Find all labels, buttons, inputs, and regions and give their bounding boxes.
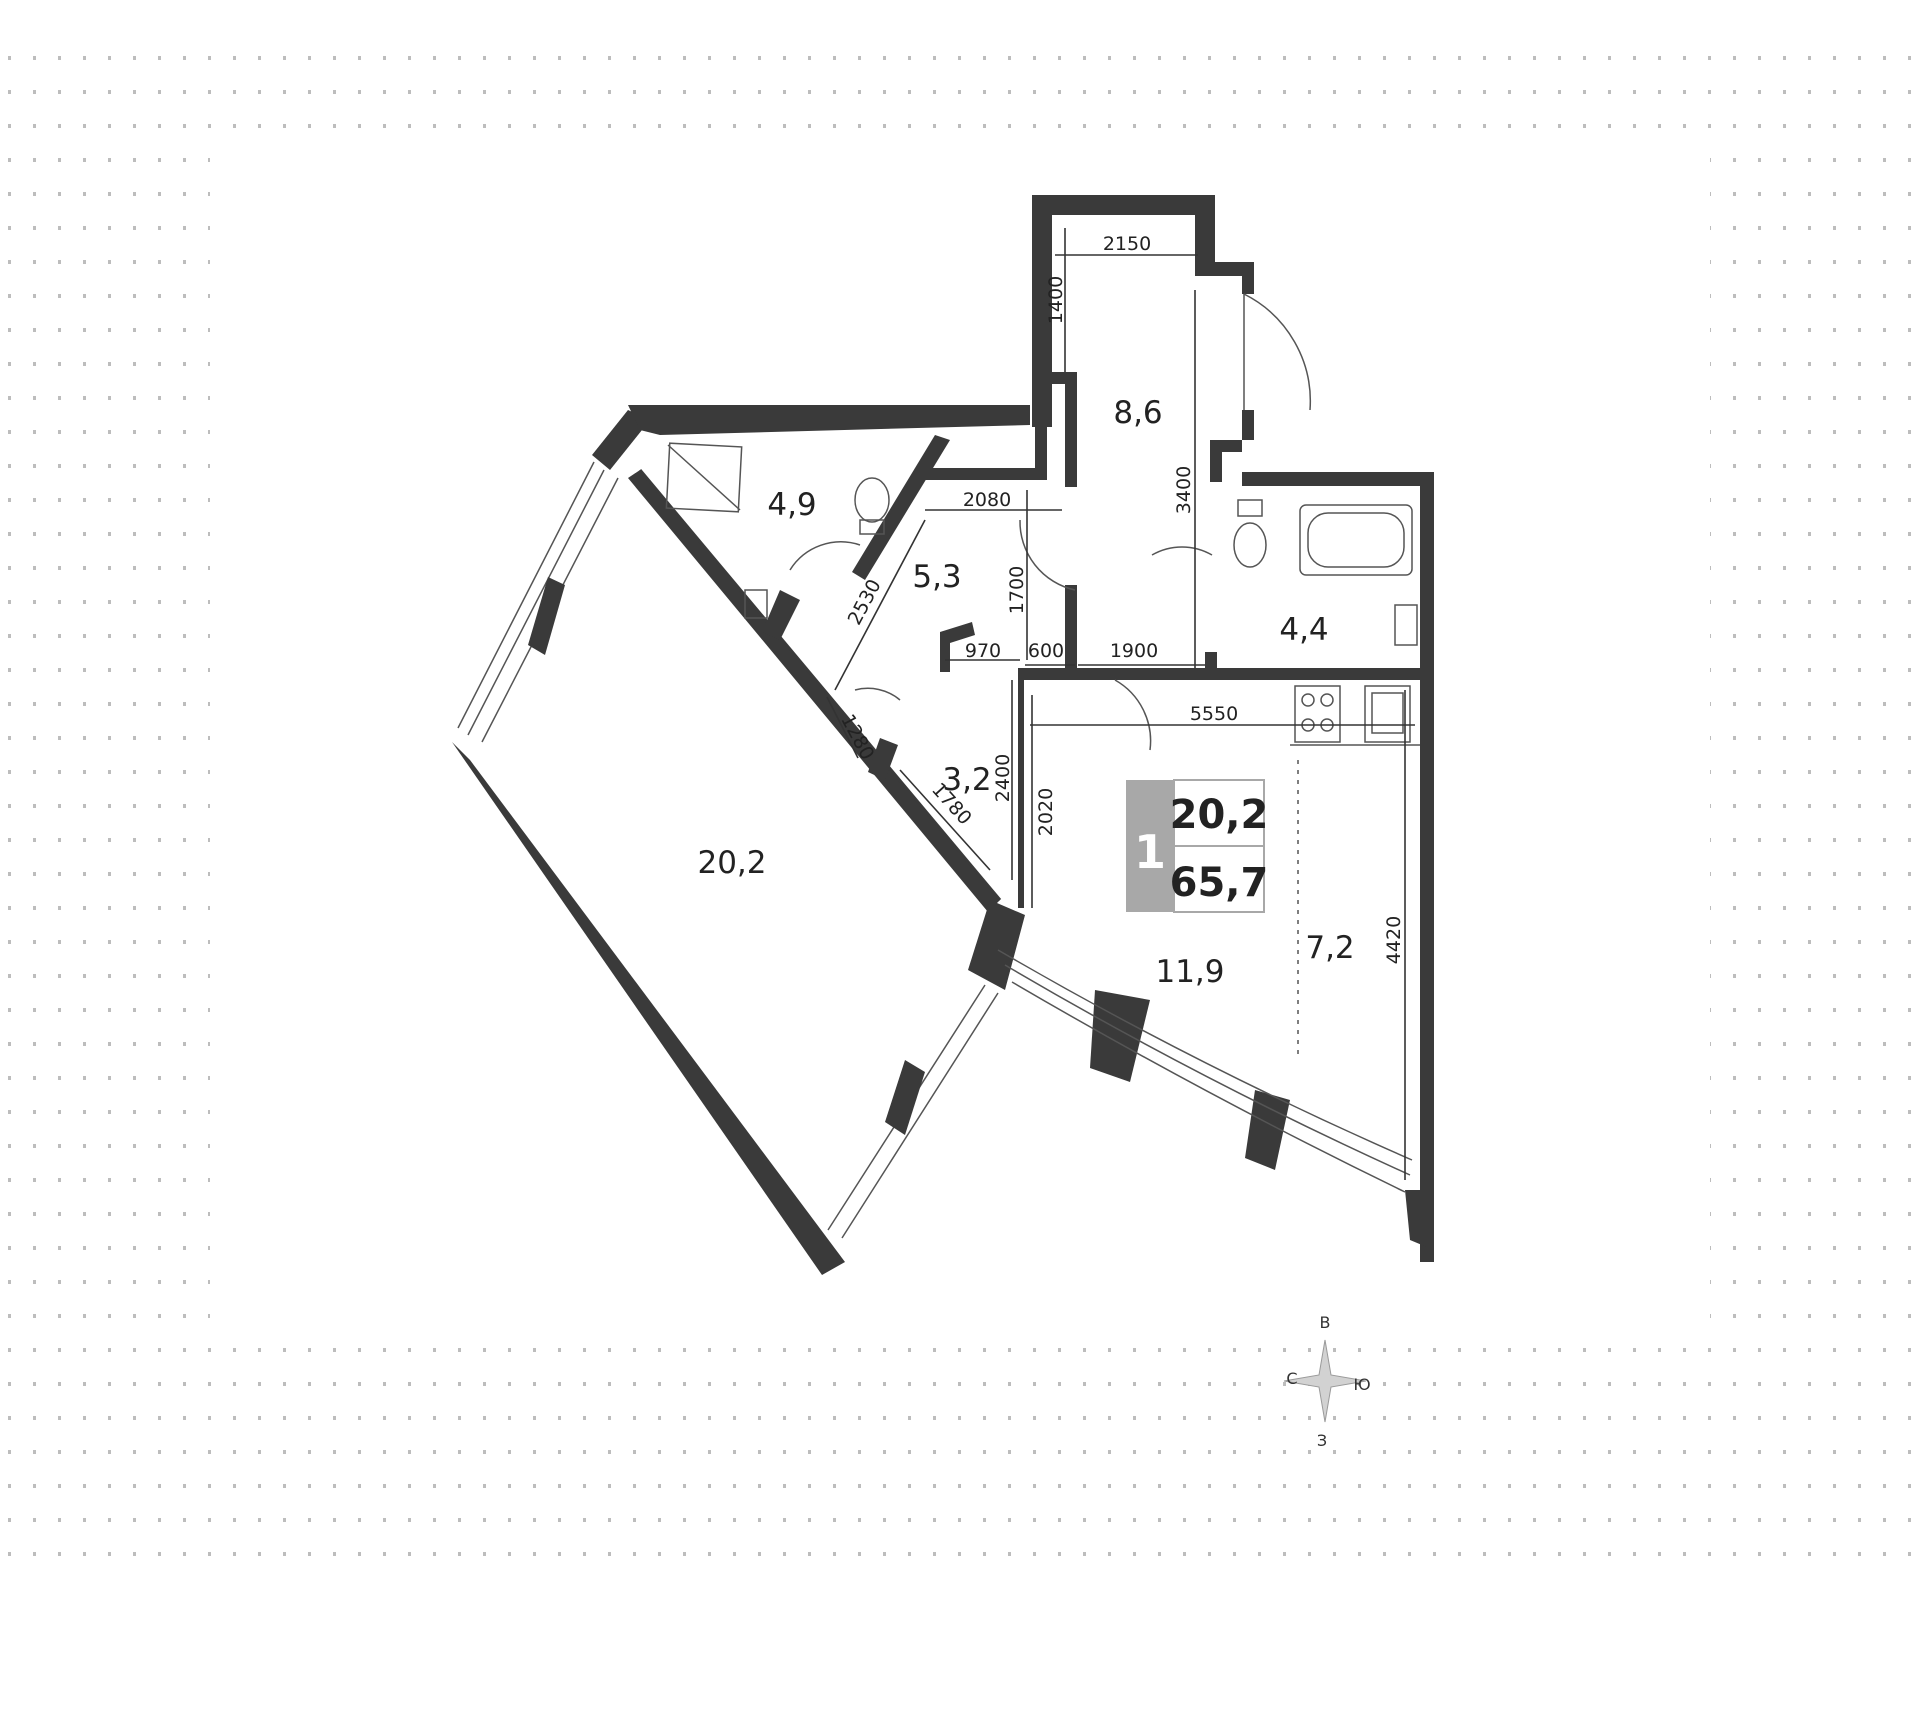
dot-grid (0, 40, 1920, 1560)
total-area-value: 65,7 (1170, 860, 1269, 906)
room-labels: 20,2 4,9 5,3 8,6 4,4 3,2 11,9 7,2 (697, 395, 1354, 990)
dim-1900: 1900 (1110, 640, 1158, 662)
compass-right: Ю (1353, 1375, 1370, 1394)
doors (789, 293, 1312, 751)
room-area-closet: 3,2 (942, 762, 991, 798)
room-area-kitchen: 11,9 (1155, 954, 1224, 990)
dim-2150: 2150 (1103, 233, 1151, 255)
dim-970: 970 (965, 640, 1001, 662)
dim-2080: 2080 (963, 489, 1011, 511)
room-area-bathroom-a: 4,9 (767, 487, 816, 523)
compass-top: В (1320, 1313, 1331, 1332)
room-area-hall: 8,6 (1113, 395, 1162, 431)
dim-3400: 3400 (1173, 466, 1195, 514)
dimension-lines (826, 228, 1415, 1180)
dim-600: 600 (1028, 640, 1064, 662)
compass-star-icon (1283, 1339, 1367, 1423)
dim-1280: 1280 (836, 711, 878, 764)
room-area-dining: 7,2 (1305, 930, 1354, 966)
room-area-bathroom-b: 4,4 (1279, 612, 1328, 648)
dim-1400: 1400 (1045, 276, 1067, 324)
dim-2400: 2400 (992, 754, 1014, 802)
dim-2530: 2530 (844, 576, 886, 629)
area-badge: 1 20,2 65,7 (1126, 779, 1269, 913)
room-area-corridor: 5,3 (912, 559, 961, 595)
fixtures (665, 442, 1420, 746)
dimension-labels: 2150 1400 3400 2080 1700 2530 970 600 19… (836, 233, 1405, 964)
dim-2020: 2020 (1035, 788, 1057, 836)
dim-1700: 1700 (1006, 566, 1028, 614)
dim-4420: 4420 (1383, 916, 1405, 964)
room-area-living: 20,2 (697, 845, 766, 881)
living-room-walls (452, 410, 1025, 1275)
living-area-value: 20,2 (1170, 792, 1269, 838)
rooms-count: 1 (1134, 825, 1166, 879)
rooms-count-badge (1126, 780, 1174, 912)
compass: В С Ю З (1283, 1313, 1371, 1450)
dim-5550: 5550 (1190, 703, 1238, 725)
compass-left: С (1286, 1369, 1297, 1388)
compass-bottom: З (1317, 1431, 1327, 1450)
inner-walls (762, 372, 1433, 908)
